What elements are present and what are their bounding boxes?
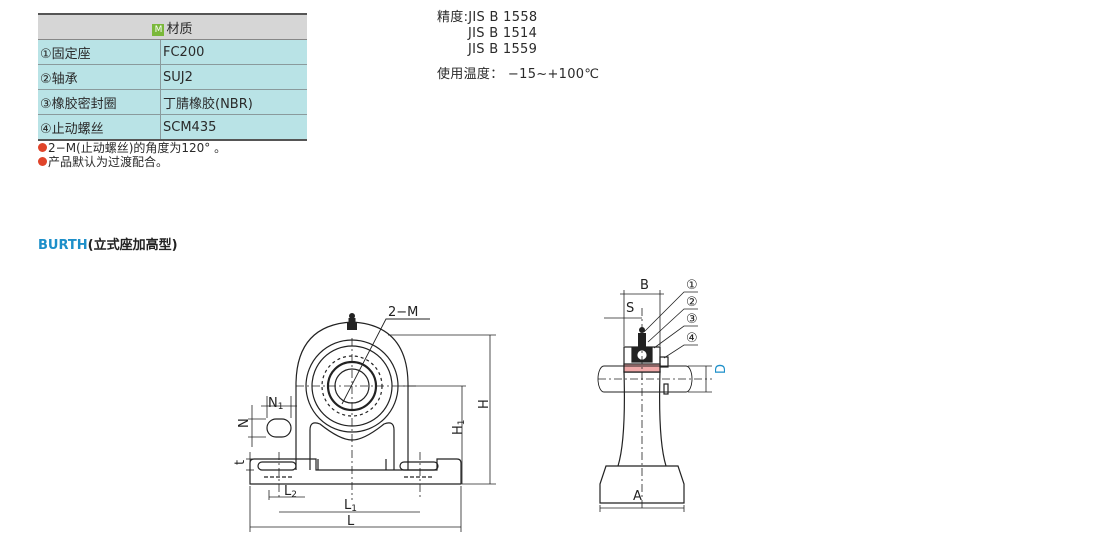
note-text: 产品默认为过渡配合。 bbox=[48, 155, 169, 169]
callout-4: ④ bbox=[686, 331, 698, 346]
dimension-lines-l bbox=[249, 486, 462, 532]
label-t: t bbox=[233, 460, 248, 465]
callout-2: ② bbox=[686, 295, 698, 310]
callout-leaders bbox=[643, 291, 698, 359]
precision-line: JIS B 1514 bbox=[468, 26, 538, 41]
dimension-lines-h bbox=[388, 334, 496, 485]
label-l1: L1 bbox=[344, 498, 357, 514]
label-a: A bbox=[633, 489, 642, 504]
table-row: ④止动螺丝 SCM435 bbox=[38, 114, 307, 141]
material-cell: FC200 bbox=[160, 39, 307, 65]
callout-1: ① bbox=[686, 278, 698, 293]
note-text: 2−M(止动螺丝)的角度为120° 。 bbox=[48, 141, 227, 155]
leader-2m bbox=[341, 318, 430, 405]
label-h1: H1 bbox=[451, 419, 467, 435]
front-centerlines bbox=[278, 338, 421, 500]
material-cell: SCM435 bbox=[160, 114, 307, 141]
label-l2: L2 bbox=[284, 484, 297, 500]
part-cell: ②轴承 bbox=[38, 64, 161, 90]
warning-icon bbox=[38, 143, 47, 152]
side-view-outline bbox=[597, 346, 693, 504]
table-row: ①固定座 FC200 bbox=[38, 39, 307, 65]
dimension-lines-n bbox=[246, 396, 297, 476]
note-item: 2−M(止动螺丝)的角度为120° 。 bbox=[38, 141, 226, 155]
spec-block: 精度:JIS B 1558 JIS B 1514 JIS B 1559 使用温度… bbox=[437, 10, 599, 83]
label-b: B bbox=[640, 278, 649, 293]
precision-line: 精度:JIS B 1558 bbox=[437, 10, 538, 25]
section-title: BURTH(立式座加高型) bbox=[38, 234, 178, 253]
label-h: H bbox=[477, 399, 492, 409]
table-row: ②轴承 SUJ2 bbox=[38, 64, 307, 90]
part-cell: ④止动螺丝 bbox=[38, 114, 161, 141]
notes: 2−M(止动螺丝)的角度为120° 。 产品默认为过渡配合。 bbox=[38, 141, 226, 169]
material-header-label: 材质 bbox=[166, 21, 193, 37]
grease-nipple-icon bbox=[347, 313, 357, 330]
label-d: D bbox=[714, 364, 729, 374]
label-s: S bbox=[626, 301, 634, 316]
warning-icon bbox=[38, 157, 47, 166]
material-cell: 丁腈橡胶(NBR) bbox=[160, 89, 307, 115]
dimension-lines-a bbox=[599, 505, 685, 512]
part-cell: ③橡胶密封圈 bbox=[38, 89, 161, 115]
callout-3: ③ bbox=[686, 312, 698, 327]
material-cell: SUJ2 bbox=[160, 64, 307, 90]
side-centerlines bbox=[598, 308, 712, 510]
temperature-line: 使用温度： −15~+100℃ bbox=[437, 67, 600, 82]
material-badge-icon: M bbox=[152, 23, 165, 36]
part-cell: ①固定座 bbox=[38, 39, 161, 65]
product-desc: (立式座加高型) bbox=[87, 238, 178, 253]
dimension-lines-d bbox=[688, 365, 712, 393]
label-2m: 2−M bbox=[388, 305, 418, 320]
table-row: ③橡胶密封圈 丁腈橡胶(NBR) bbox=[38, 89, 307, 115]
note-item: 产品默认为过渡配合。 bbox=[38, 155, 226, 169]
product-code: BURTH bbox=[38, 238, 88, 253]
slot-detail bbox=[266, 418, 292, 438]
label-n1: N1 bbox=[268, 396, 283, 412]
label-n: N bbox=[237, 418, 252, 428]
label-l: L bbox=[347, 514, 355, 529]
precision-line: JIS B 1559 bbox=[468, 42, 538, 57]
dimension-lines-bs bbox=[604, 290, 664, 346]
